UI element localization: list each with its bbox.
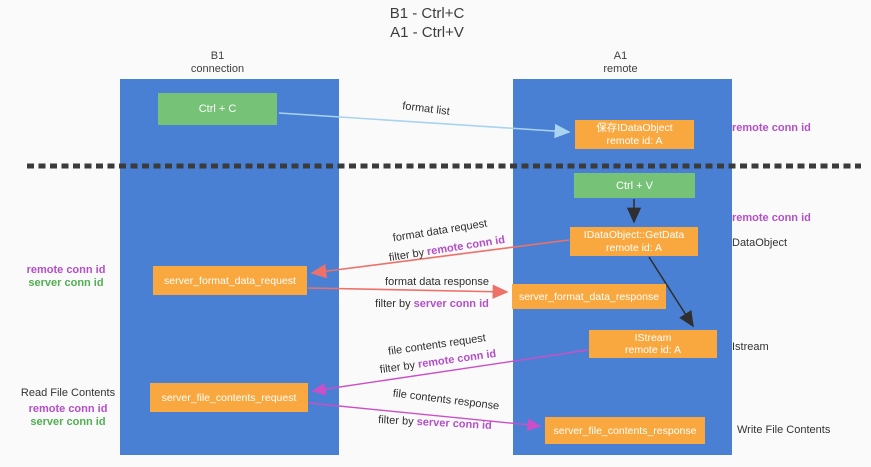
right-label-remote-conn-id-mid: remote conn id: [732, 212, 811, 224]
lane-a1-subtitle: remote: [603, 63, 638, 75]
node-save-dataobject-line2: remote id: A: [606, 134, 663, 147]
right-label-write-file-contents: Write File Contents: [737, 424, 831, 436]
left-label-read-file-contents: Read File Contents: [20, 387, 116, 399]
node-server-format-data-response: server_format_data_response: [512, 284, 666, 309]
node-server-file-contents-response: server_file_contents_response: [545, 417, 705, 444]
diagram-title: B1 - Ctrl+C A1 - Ctrl+V: [390, 4, 465, 42]
node-ctrl-c-label: Ctrl + C: [198, 103, 237, 115]
lane-b1-title: B1: [210, 50, 225, 62]
format-list-arrow: [278, 112, 571, 139]
node-idataobject-getdata: IDataObject::GetData remote id: A: [570, 227, 698, 256]
node-server-format-data-response-label: server_format_data_response: [518, 290, 660, 303]
node-server-file-contents-response-label: server_file_contents_response: [553, 424, 697, 437]
lane-a1-title: A1: [613, 50, 628, 62]
left-labels-format-group: remote conn id server conn id: [20, 264, 112, 290]
filter-keyword-server-conn-id: server conn id: [413, 298, 489, 310]
title-line-2: A1 - Ctrl+V: [390, 24, 464, 41]
node-istream: IStream remote id: A: [589, 330, 717, 358]
node-server-format-data-request-label: server_format_data_request: [164, 274, 296, 287]
node-istream-line2: remote id: A: [624, 344, 682, 356]
node-server-file-contents-request: server_file_contents_request: [150, 383, 308, 412]
node-save-dataobject: 保存IDataObject remote id: A: [575, 120, 694, 149]
left-label-server-conn-id: server conn id: [28, 277, 104, 289]
node-ctrl-c: Ctrl + C: [158, 93, 277, 125]
node-ctrl-v: Ctrl + V: [574, 173, 695, 198]
left-label-remote-conn-id: remote conn id: [28, 403, 108, 415]
format-data-request-arrow: [310, 239, 570, 279]
left-labels-file-group: Read File Contents remote conn id server…: [14, 387, 122, 429]
filter-prefix: filter by: [375, 298, 414, 310]
right-label-dataobject: DataObject: [732, 237, 788, 249]
file-contents-request-arrow: [311, 349, 589, 396]
getdata-to-istream-arrow: [648, 256, 694, 328]
lane-header-a1: A1 remote: [511, 50, 730, 76]
node-istream-line1: IStream: [634, 331, 672, 344]
node-server-file-contents-request-label: server_file_contents_request: [161, 391, 297, 404]
edge-label-format-data-response: format data response: [385, 276, 489, 288]
node-getdata-line1: IDataObject::GetData: [583, 229, 685, 241]
left-label-server-conn-id: server conn id: [30, 416, 106, 428]
filter-prefix: filter by: [377, 414, 417, 429]
left-label-remote-conn-id: remote conn id: [26, 264, 106, 276]
title-line-1: B1 - Ctrl+C: [389, 5, 465, 22]
node-server-format-data-request: server_format_data_request: [153, 266, 307, 295]
right-label-remote-conn-id-top: remote conn id: [732, 122, 811, 134]
node-save-dataobject-line1: 保存IDataObject: [596, 122, 673, 134]
edge-label-format-data-response-filter: filter by server conn id: [375, 298, 489, 310]
lane-header-b1: B1 connection: [108, 50, 327, 76]
node-getdata-line2: remote id: A: [605, 241, 663, 254]
node-ctrl-v-label: Ctrl + V: [616, 179, 653, 192]
file-contents-response-arrow: [308, 402, 542, 432]
lane-b1-subtitle: connection: [190, 63, 245, 75]
right-label-istream: Istream: [732, 341, 769, 353]
format-data-response-arrow: [307, 284, 509, 299]
